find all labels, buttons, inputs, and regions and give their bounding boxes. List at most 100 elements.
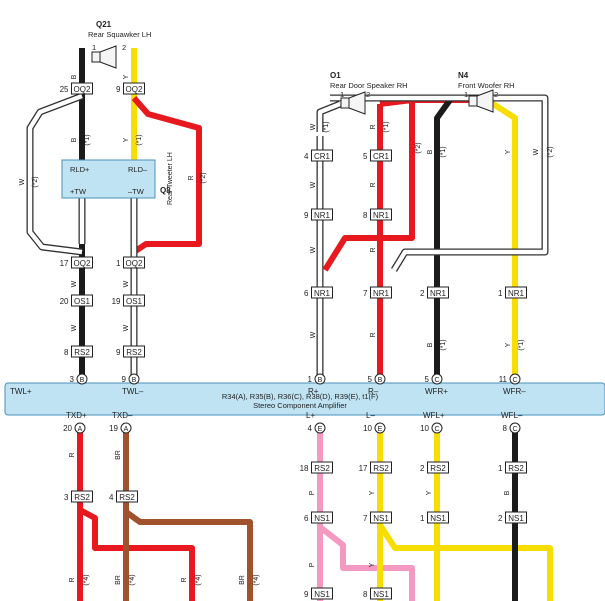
amp-bottom-label-2: L+ — [306, 411, 315, 420]
q8-tw-pos: +TW — [70, 187, 87, 196]
conn-nr1-9-box — [311, 208, 333, 221]
conn-nr1-1-box — [505, 286, 527, 299]
note-label: (*1) — [323, 121, 330, 132]
wire-color-label: W — [310, 331, 317, 338]
amp-bottom-terminal-3 — [374, 422, 386, 434]
conn-ns1-2-box — [505, 511, 527, 524]
wire-r-cross — [322, 100, 415, 272]
wire-color-label: B — [504, 490, 511, 495]
conn-rs2-4-name: RS2 — [119, 493, 135, 502]
note-label: (*1) — [440, 339, 447, 350]
wire-color-label: R — [69, 452, 76, 457]
wire-color-label: Y — [369, 562, 376, 567]
amp-bottom-label-4: WFL+ — [423, 411, 445, 420]
o1-code: O1 — [330, 71, 341, 80]
conn-nr1-7-name: NR1 — [373, 289, 390, 298]
q8-tw-neg: –TW — [128, 187, 145, 196]
note-label: (*1) — [383, 121, 390, 132]
conn-ns1-1-box — [427, 511, 449, 524]
n4-pin-1: 1 — [464, 90, 468, 99]
wire-color-label: Y — [505, 342, 512, 347]
conn-rs2-3-pin: 3 — [64, 493, 69, 502]
conn-ns1-1-name: NS1 — [430, 514, 446, 523]
q8-code: Q8 — [160, 186, 171, 195]
amp-top-label-2: R+ — [308, 387, 319, 396]
amp-bottom-pin-1: 19 — [109, 424, 118, 433]
conn-oq2-17-pin: 17 — [60, 259, 69, 268]
conn-nr1-6-pin: 6 — [304, 289, 309, 298]
conn-cr1-4-pin: 4 — [304, 152, 309, 161]
q21-speaker-cone — [99, 45, 117, 69]
conn-ns1-6-box — [311, 511, 333, 524]
amp-top-pin-2: 1 — [308, 375, 313, 384]
wire-color-label: W — [533, 148, 540, 155]
conn-ns1-1-pin: 1 — [420, 514, 425, 523]
conn-ns1-2-pin: 2 — [498, 514, 503, 523]
wire-color-label: R — [181, 577, 188, 582]
amp-bottom-pin-0: 20 — [63, 424, 72, 433]
amp-top-pin-1: 9 — [122, 375, 127, 384]
amp-bottom-conn-4: C — [434, 426, 439, 433]
note-label: (*4) — [129, 574, 136, 585]
wire-color-label: BR — [115, 575, 122, 585]
conn-oq2-17-box — [71, 256, 93, 269]
conn-oq2-25-pin: 25 — [60, 85, 69, 94]
wire-color-label: B — [427, 342, 434, 347]
wire-color-label: (*2) — [415, 142, 422, 153]
amp-top-conn-0: B — [80, 377, 85, 384]
conn-oq2-17-name: OQ2 — [74, 259, 91, 268]
wire-layer — [26, 48, 553, 601]
amp-top-terminal-3 — [374, 373, 386, 385]
amp-top-terminal-1 — [128, 373, 140, 385]
conn-nr1-9-pin: 9 — [304, 211, 309, 220]
wire-q8-return — [131, 96, 202, 255]
conn-rs2-18-name: RS2 — [314, 464, 330, 473]
wire-l-neg-branch — [377, 523, 553, 601]
conn-os1-20-pin: 20 — [60, 297, 69, 306]
conn-os1-19-pin: 19 — [112, 297, 121, 306]
conn-rs2-2-name: RS2 — [430, 464, 446, 473]
note-label: (*1) — [518, 339, 525, 350]
amp-bottom-label-1: TXD– — [112, 411, 133, 420]
amp-top-pin-0: 3 — [70, 375, 75, 384]
conn-rs2-1-box — [505, 461, 527, 474]
conn-rs2-2-pin: 2 — [420, 464, 425, 473]
wire-color-label: W — [71, 324, 78, 331]
conn-ns1-9-name: NS1 — [314, 590, 330, 599]
amp-top-label-3: R– — [368, 387, 379, 396]
q8-name: Rear Tweeter LH — [167, 152, 174, 205]
conn-ns1-8-box — [370, 587, 392, 600]
conn-rs2-17-pin: 17 — [359, 464, 368, 473]
conn-rs2-3-name: RS2 — [74, 493, 90, 502]
conn-rs2-8-name: RS2 — [74, 348, 90, 357]
amp-bottom-terminal-2 — [314, 422, 326, 434]
conn-rs2-18-pin: 18 — [300, 464, 309, 473]
wire-color-label: R — [370, 247, 377, 252]
conn-os1-20-box — [71, 294, 93, 307]
amp-top-pin-4: 5 — [425, 375, 430, 384]
wire-o1-pin1 — [316, 100, 342, 132]
o1-speaker-cone — [348, 91, 366, 115]
amp-top-conn-1: B — [132, 377, 137, 384]
wire-color-label: B — [71, 74, 78, 79]
conn-nr1-2-pin: 2 — [420, 289, 425, 298]
q21-code: Q21 — [96, 20, 112, 29]
wire-color-label: R — [370, 182, 377, 187]
conn-os1-20-name: OS1 — [74, 297, 91, 306]
conn-rs2-8-pin: 8 — [64, 348, 69, 357]
conn-nr1-7-box — [370, 286, 392, 299]
conn-nr1-2-name: NR1 — [430, 289, 447, 298]
amp-bottom-label-3: L– — [366, 411, 375, 420]
q8-rld-pos: RLD+ — [70, 165, 90, 174]
note-label: (*2) — [547, 146, 554, 157]
conn-ns1-9-pin: 9 — [304, 590, 309, 599]
amp-top-conn-4: C — [434, 377, 439, 384]
amp-bottom-pin-3: 10 — [363, 424, 372, 433]
wire-color-label: Y — [426, 490, 433, 495]
amp-bottom-terminal-4 — [431, 422, 443, 434]
wire-wfr-pos — [434, 98, 453, 375]
note-label: (*1) — [84, 134, 91, 145]
wire-color-label: P — [309, 490, 316, 495]
conn-oq2-1-box — [123, 256, 145, 269]
